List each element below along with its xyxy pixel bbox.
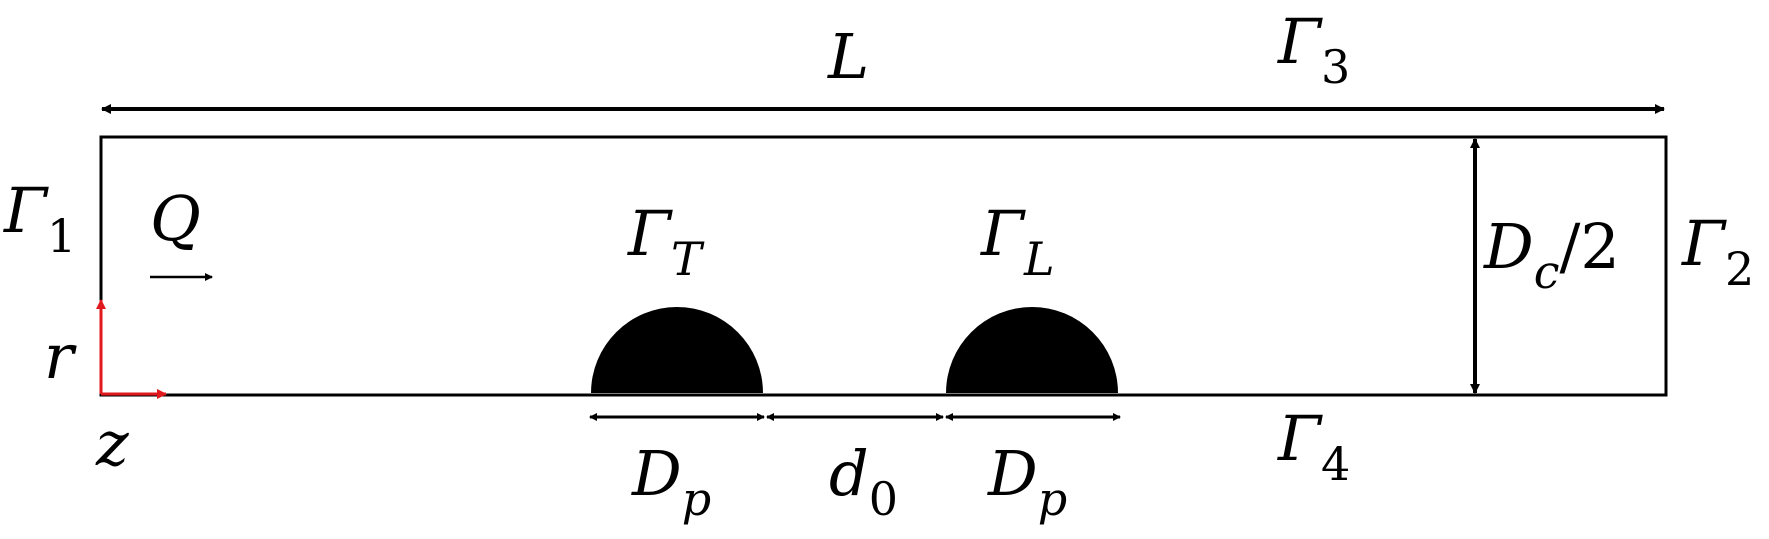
r-axis-label: r xyxy=(44,320,77,393)
gammaL-label: ΓL xyxy=(980,197,1055,286)
z-axis-label: z xyxy=(95,407,129,480)
gammaT-label: ΓT xyxy=(627,197,705,286)
gamma4-label: Γ4 xyxy=(1277,402,1350,491)
particle-diameter-2-label: Dp xyxy=(987,437,1067,526)
gamma1-label: Γ1 xyxy=(3,174,76,263)
gap-label: d0 xyxy=(829,437,898,526)
trailing-particle xyxy=(591,307,763,393)
flow-label: Q xyxy=(150,182,201,255)
channel-domain xyxy=(99,135,1668,397)
half-diameter-label: Dc/2 xyxy=(1483,210,1620,299)
leading-particle xyxy=(946,307,1118,393)
particle-diameter-1-label: Dp xyxy=(631,437,711,526)
gamma2-label: Γ2 xyxy=(1681,207,1754,296)
length-label: L xyxy=(827,20,869,93)
gamma3-label: Γ3 xyxy=(1277,5,1350,94)
